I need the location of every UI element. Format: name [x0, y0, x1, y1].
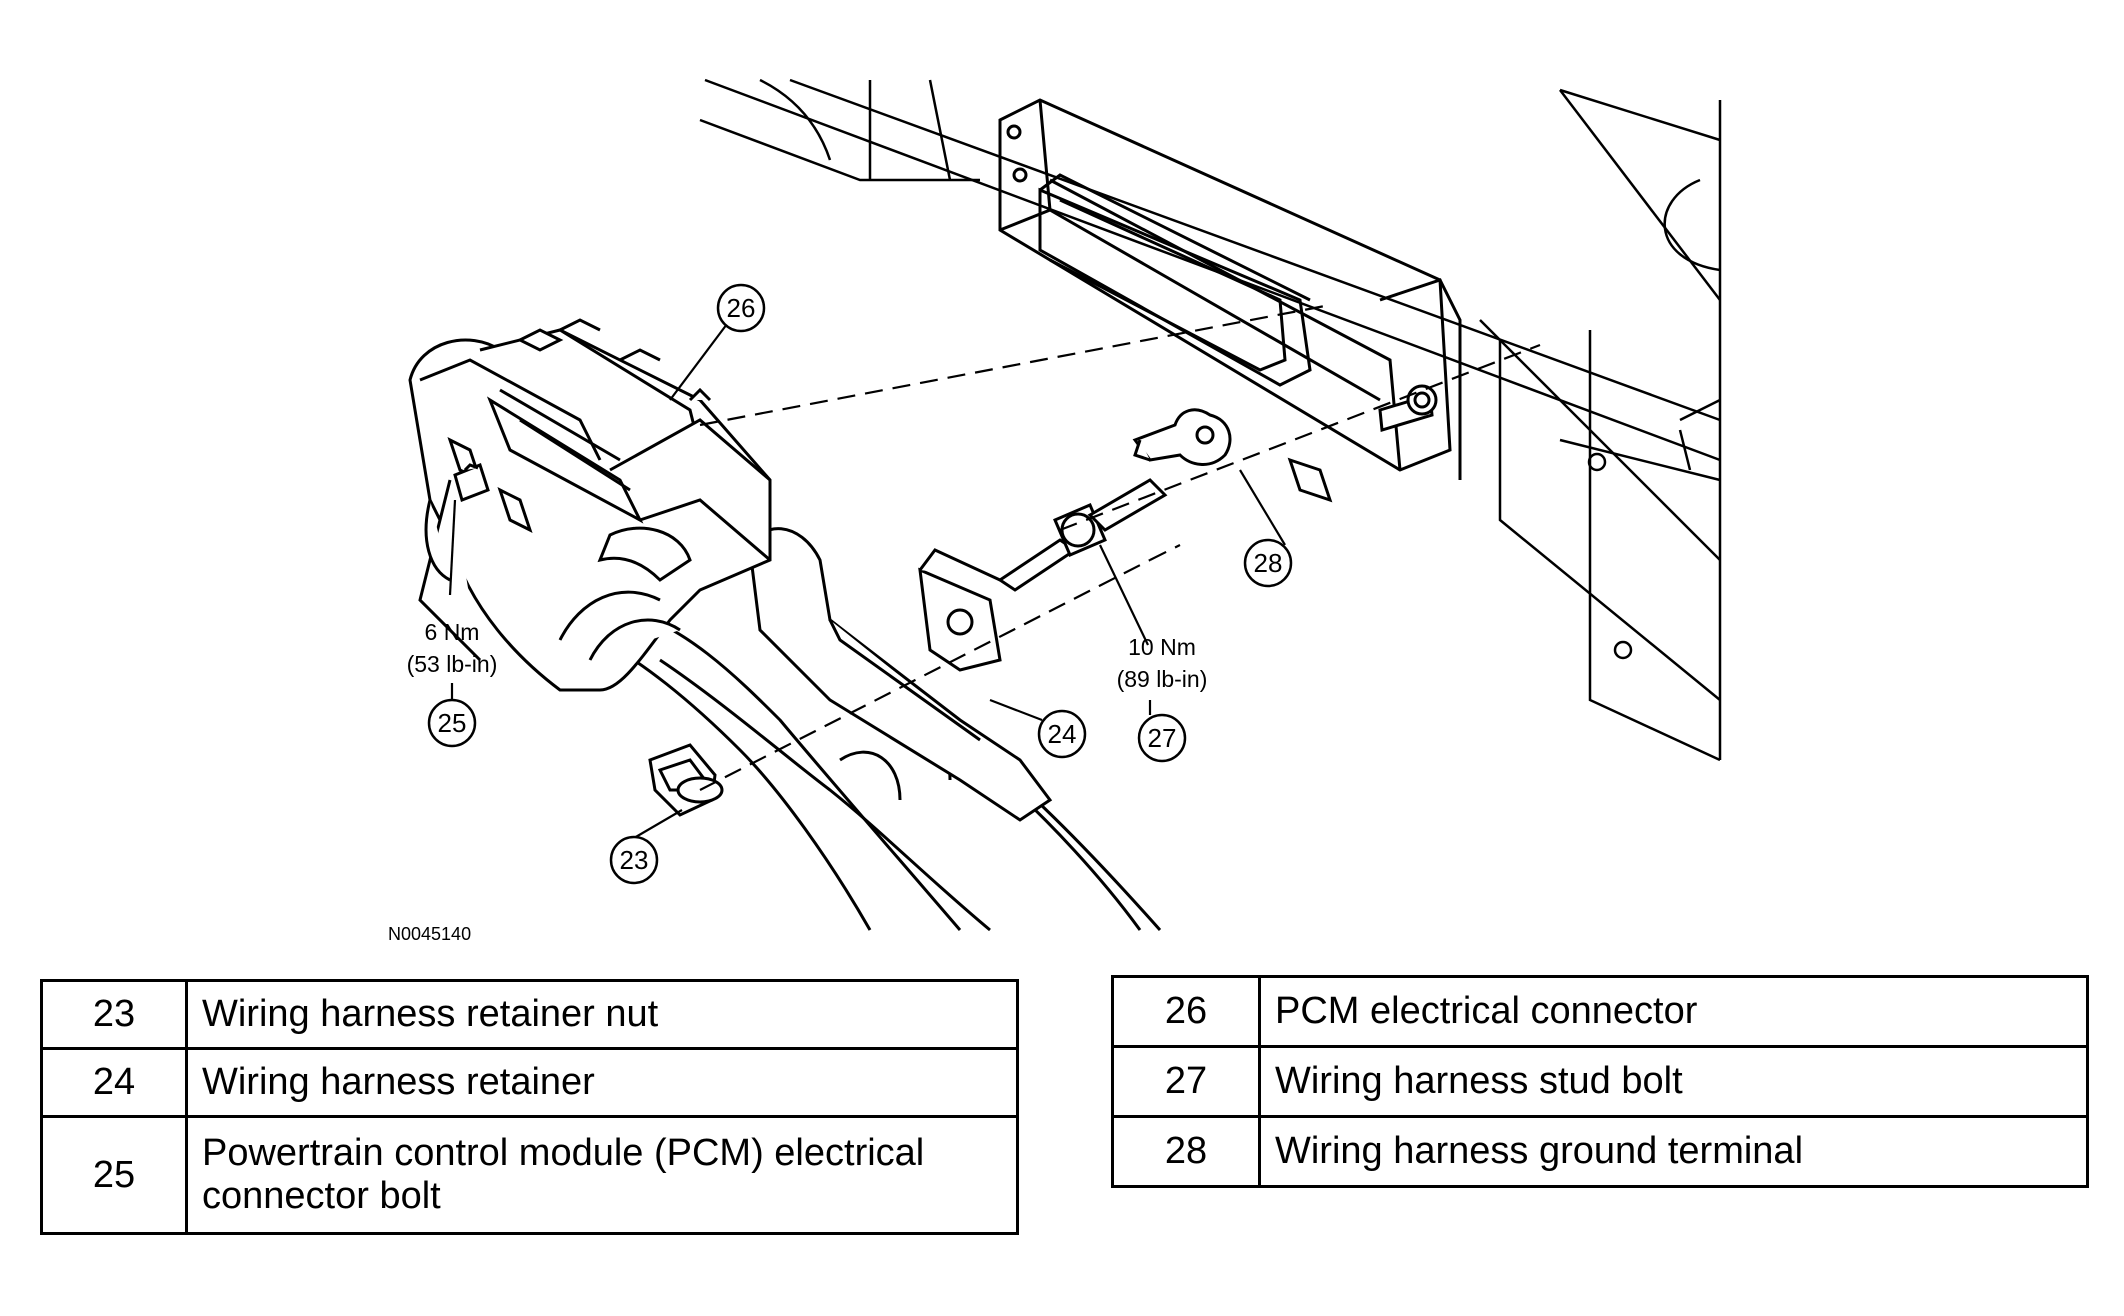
legend-table-right: 26 PCM electrical connector 27 Wiring ha… [1111, 975, 2089, 1188]
exploded-view-diagram: 26 28 24 27 25 23 6 Nm (53 lb-in) 10 Nm … [388, 78, 1722, 940]
retainer-nut [648, 743, 724, 817]
harness-retainer [748, 527, 1053, 822]
ground-stud [1378, 384, 1438, 432]
legend-description: Wiring harness stud bolt [1258, 1045, 2089, 1118]
vehicle-body-panel [699, 78, 1722, 762]
legend-number: 23 [40, 979, 188, 1050]
legend-description: Wiring harness ground terminal [1258, 1115, 2089, 1188]
leader-lines [448, 319, 1286, 839]
callout-27: 27 [1137, 713, 1187, 763]
torque-25-lbin: (53 lb-in) [407, 651, 498, 677]
legend-table-left: 23 Wiring harness retainer nut 24 Wiring… [40, 979, 1019, 1235]
legend-description: PCM electrical connector [1258, 975, 2089, 1048]
legend-description: Wiring harness retainer nut [185, 979, 1019, 1050]
legend-description: Powertrain control module (PCM) electric… [185, 1115, 1019, 1235]
torque-27-nm: 10 Nm [1128, 634, 1196, 660]
callout-24: 24 [1037, 709, 1087, 759]
legend-row: 26 PCM electrical connector [1111, 975, 2089, 1048]
legend-row: 27 Wiring harness stud bolt [1111, 1045, 2089, 1118]
legend-row: 24 Wiring harness retainer [40, 1047, 1019, 1118]
callout-28: 28 [1243, 538, 1293, 588]
callout-26: 26 [716, 283, 766, 333]
legend-number: 25 [40, 1115, 188, 1235]
svg-text:23: 23 [620, 845, 649, 875]
alignment-lines [699, 303, 1541, 791]
svg-text:24: 24 [1048, 719, 1077, 749]
figure-id: N0045140 [388, 924, 471, 940]
callout-25: 25 [427, 698, 477, 748]
connector-bolt [453, 463, 490, 502]
svg-text:27: 27 [1148, 723, 1177, 753]
legend-number: 26 [1111, 975, 1261, 1048]
legend-row: 23 Wiring harness retainer nut [40, 979, 1019, 1050]
ground-terminal [1132, 408, 1232, 466]
svg-text:28: 28 [1254, 548, 1283, 578]
legend-number: 24 [40, 1047, 188, 1118]
stud-bolt [997, 478, 1168, 592]
svg-text:26: 26 [727, 293, 756, 323]
torque-25-nm: 6 Nm [425, 619, 480, 645]
torque-27-lbin: (89 lb-in) [1117, 666, 1208, 692]
pcm-module [998, 98, 1462, 503]
pcm-electrical-connector [408, 318, 772, 692]
legend-row: 25 Powertrain control module (PCM) elect… [40, 1115, 1019, 1235]
legend-row: 28 Wiring harness ground terminal [1111, 1115, 2089, 1188]
svg-text:25: 25 [438, 708, 467, 738]
legend-description: Wiring harness retainer [185, 1047, 1019, 1118]
legend-number: 27 [1111, 1045, 1261, 1118]
callout-23: 23 [609, 835, 659, 885]
legend-number: 28 [1111, 1115, 1261, 1188]
